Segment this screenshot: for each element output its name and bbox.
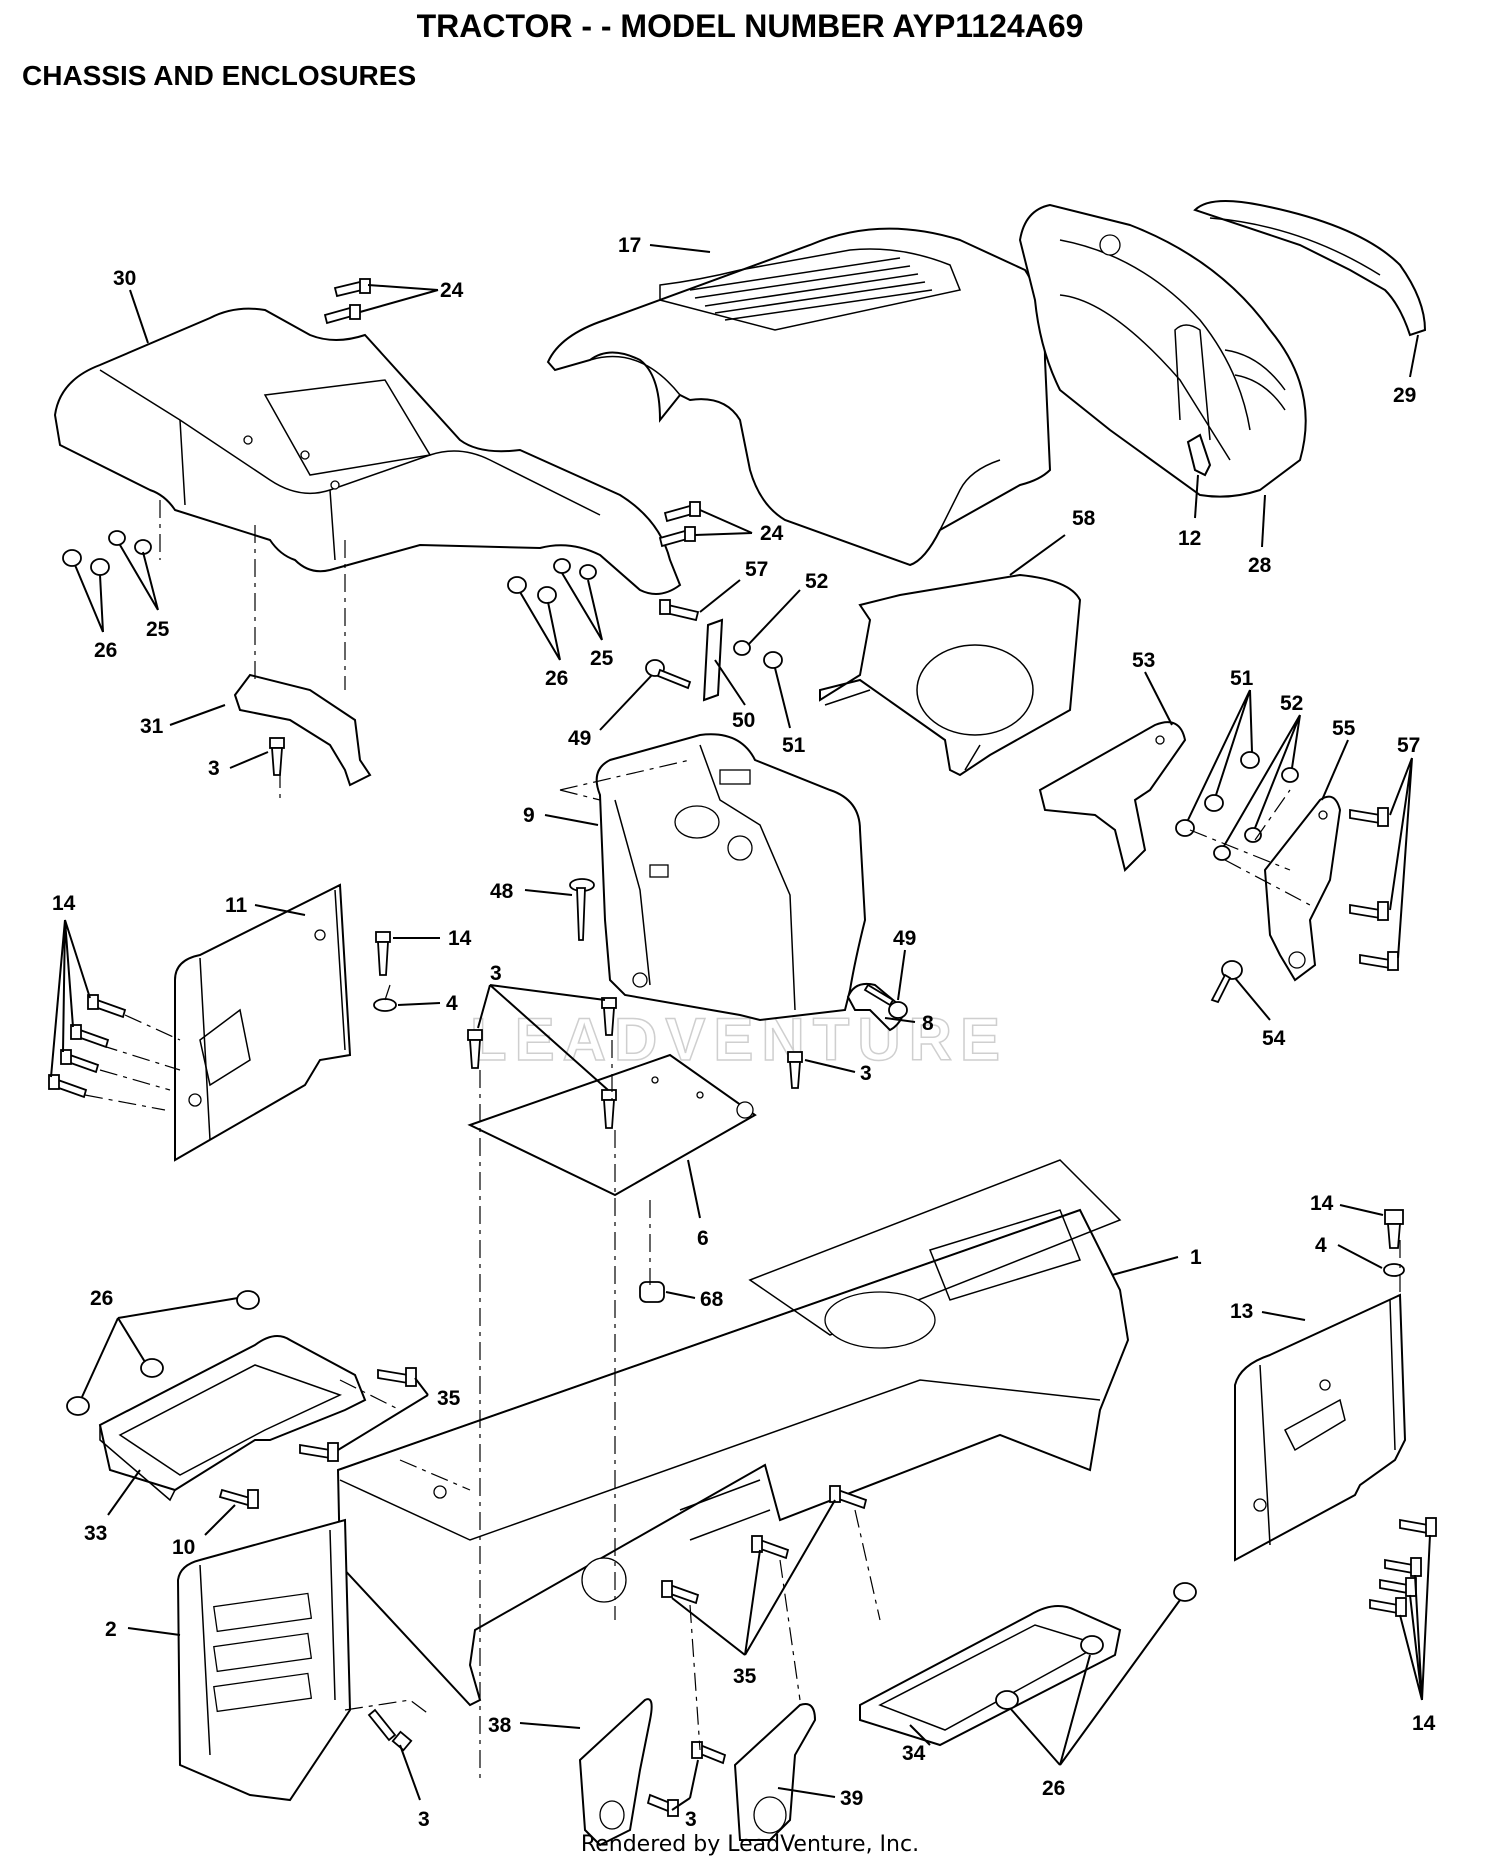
part-13-right-panel (1234, 1293, 1407, 1562)
callout-35: 35 (733, 1665, 757, 1688)
callout-24: 24 (760, 522, 784, 545)
callout-48: 48 (490, 880, 514, 903)
callout-53: 53 (1132, 649, 1155, 672)
callout-51: 51 (782, 734, 806, 757)
callout-29: 29 (1393, 384, 1416, 407)
callout-8: 8 (922, 1012, 934, 1035)
callout-68: 68 (700, 1288, 724, 1311)
callout-34: 34 (902, 1742, 926, 1765)
part-55-bracket (1263, 795, 1342, 982)
callout-57: 57 (745, 558, 768, 581)
part-1-frame (336, 1159, 1130, 1707)
part-31-bracket (233, 673, 372, 787)
callout-3: 3 (490, 962, 502, 985)
callout-38: 38 (488, 1714, 512, 1737)
callout-14: 14 (448, 927, 472, 950)
callout-14: 14 (1412, 1712, 1436, 1735)
part-53-bracket (1038, 721, 1187, 872)
callout-50: 50 (732, 709, 755, 732)
callout-12: 12 (1178, 527, 1201, 550)
callout-49: 49 (893, 927, 916, 950)
callout-30: 30 (113, 267, 136, 290)
part-17-hood (546, 227, 1052, 567)
callout-26: 26 (94, 639, 117, 662)
callout-4: 4 (1315, 1234, 1327, 1257)
callout-24: 24 (440, 279, 464, 302)
callout-1: 1 (1190, 1246, 1202, 1269)
callout-9: 9 (523, 804, 535, 827)
part-28-grille (1018, 203, 1307, 498)
part-38-bracket (578, 1698, 653, 1847)
part-9-dash-panel (595, 733, 867, 1022)
callout-6: 6 (697, 1227, 709, 1250)
callout-3: 3 (208, 757, 220, 780)
callout-2: 2 (105, 1618, 117, 1641)
callout-31: 31 (140, 715, 164, 738)
callout-14: 14 (1310, 1192, 1334, 1215)
callout-4: 4 (446, 992, 458, 1015)
part-2-front-plate (176, 1518, 352, 1802)
callout-35: 35 (437, 1387, 461, 1410)
part-39-bracket (733, 1703, 817, 1841)
callout-52: 52 (1280, 692, 1303, 715)
part-11-left-panel (174, 883, 352, 1162)
callout-26: 26 (545, 667, 568, 690)
part-29-bumper (1193, 200, 1427, 337)
callout-11: 11 (225, 894, 248, 917)
callout-26: 26 (1042, 1777, 1065, 1800)
callout-25: 25 (590, 647, 614, 670)
callout-10: 10 (172, 1536, 195, 1559)
callout-3: 3 (685, 1808, 697, 1831)
alignment-lines (84, 500, 1401, 1780)
callout-55: 55 (1332, 717, 1356, 740)
callout-3: 3 (860, 1062, 872, 1085)
callout-14: 14 (52, 892, 76, 915)
callout-26: 26 (90, 1287, 113, 1310)
callout-49: 49 (568, 727, 591, 750)
leader-lines (50, 244, 1431, 1811)
callout-39: 39 (840, 1787, 863, 1810)
diagram-subtitle: CHASSIS AND ENCLOSURES (22, 60, 417, 91)
part-50-link (702, 618, 724, 702)
part-33-footrest (98, 1335, 367, 1502)
diagram-title: TRACTOR - - MODEL NUMBER AYP1124A69 (416, 8, 1084, 44)
callout-51: 51 (1230, 667, 1254, 690)
callout-labels: 1 2 3 3 3 3 3 4 4 6 8 9 10 11 12 13 14 1… (52, 234, 1436, 1831)
callout-33: 33 (84, 1522, 107, 1545)
hardware-group (48, 278, 1437, 1817)
callout-54: 54 (1262, 1027, 1286, 1050)
callout-57: 57 (1397, 734, 1420, 757)
callout-17: 17 (618, 234, 641, 257)
watermark-text: LEADVENTURE (470, 1006, 1008, 1073)
callout-13: 13 (1230, 1300, 1253, 1323)
callout-28: 28 (1248, 554, 1272, 577)
part-30-fender (53, 307, 682, 595)
part-58-shroud (819, 573, 1082, 777)
callout-25: 25 (146, 618, 170, 641)
callout-52: 52 (805, 570, 828, 593)
part-12-bracket (1186, 433, 1212, 477)
part-34-footrest (859, 1605, 1122, 1747)
callout-3: 3 (418, 1808, 430, 1831)
callout-58: 58 (1072, 507, 1096, 530)
footer-credit: Rendered by LeadVenture, Inc. (580, 1832, 920, 1857)
